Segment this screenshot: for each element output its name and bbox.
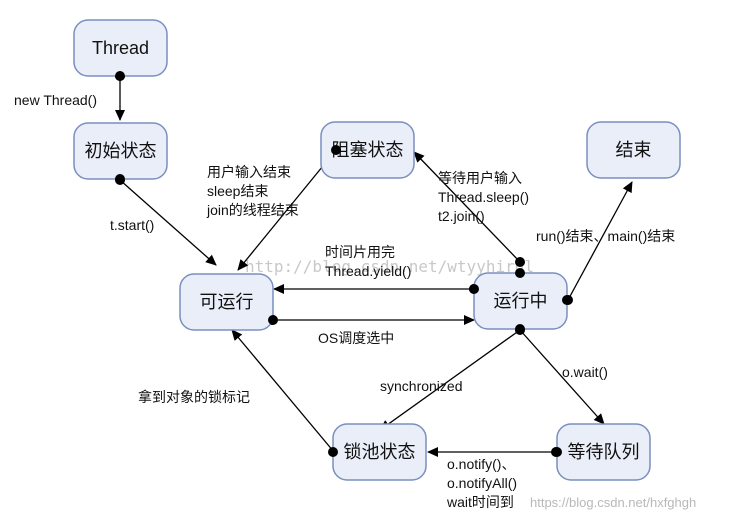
node-init: 初始状态 bbox=[73, 122, 168, 180]
node-running-label: 运行中 bbox=[494, 291, 548, 311]
label-running-to-blocked-1: Thread.sleep() bbox=[438, 189, 529, 205]
label-synchronized: synchronized bbox=[380, 378, 463, 394]
node-lockpool-label: 锁池状态 bbox=[344, 442, 416, 462]
label-notify-2: wait时间到 bbox=[446, 494, 514, 510]
edge-running-to-blocked-dot bbox=[515, 257, 525, 267]
node-blocked-label: 阻塞状态 bbox=[332, 140, 404, 160]
edge-start bbox=[119, 179, 217, 266]
edge-wait bbox=[519, 329, 605, 425]
label-wait: o.wait() bbox=[562, 364, 608, 380]
node-runnable: 可运行 bbox=[179, 273, 274, 331]
node-thread-label: Thread bbox=[92, 38, 149, 58]
label-running-to-blocked-0: 等待用户输入 bbox=[438, 170, 522, 186]
edge-labels: new Thread() t.start() 用户输入结束 sleep结束 jo… bbox=[14, 92, 675, 510]
watermark-center: http://blog.csdn.net/wtyyhirgl bbox=[245, 257, 534, 276]
edge-dots-top bbox=[115, 71, 572, 457]
node-end-label: 结束 bbox=[616, 140, 652, 160]
edge-lock-acquired bbox=[231, 329, 335, 453]
edge-blocked-to-runnable bbox=[237, 149, 337, 271]
watermark-corner: https://blog.csdn.net/hxfghgh bbox=[530, 495, 696, 510]
label-notify-1: o.notifyAll() bbox=[447, 475, 517, 491]
node-init-label: 初始状态 bbox=[85, 141, 157, 161]
node-waitqueue: 等待队列 bbox=[556, 423, 651, 481]
label-yield-1: Thread.yield() bbox=[325, 263, 411, 279]
edge-synchronized bbox=[379, 329, 521, 431]
label-blocked-to-runnable-2: join的线程结束 bbox=[206, 202, 299, 218]
node-blocked: 阻塞状态 bbox=[320, 121, 415, 179]
label-new-thread: new Thread() bbox=[14, 92, 97, 108]
node-running: 运行中 bbox=[473, 272, 568, 330]
label-schedule: OS调度选中 bbox=[318, 330, 394, 346]
label-lock-acquired: 拿到对象的锁标记 bbox=[138, 389, 250, 405]
node-waitqueue-label: 等待队列 bbox=[568, 442, 640, 462]
edge-running-to-blocked bbox=[413, 151, 521, 263]
node-runnable-label: 可运行 bbox=[200, 292, 254, 312]
label-running-to-blocked-2: t2.join() bbox=[438, 208, 485, 224]
label-yield-0: 时间片用完 bbox=[325, 244, 395, 260]
label-blocked-to-runnable-1: sleep结束 bbox=[207, 183, 268, 199]
node-end: 结束 bbox=[586, 121, 681, 179]
label-blocked-to-runnable-0: 用户输入结束 bbox=[207, 164, 291, 180]
nodes: Thread 初始状态 阻塞状态 结束 可运行 运行中 锁池状态 等待队列 bbox=[73, 19, 681, 481]
label-notify-0: o.notify()、 bbox=[447, 456, 515, 472]
label-run-end: run()结束、main()结束 bbox=[536, 228, 675, 244]
edge-run-end bbox=[567, 181, 633, 301]
node-lockpool: 锁池状态 bbox=[332, 423, 427, 481]
node-thread: Thread bbox=[73, 19, 168, 77]
label-start: t.start() bbox=[110, 217, 154, 233]
